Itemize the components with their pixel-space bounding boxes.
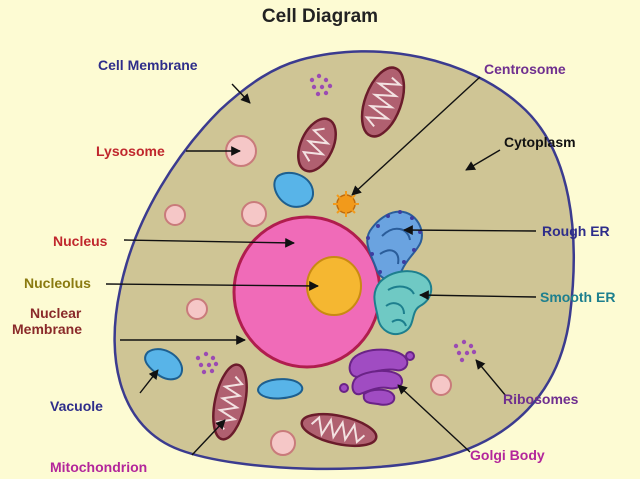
centrosome xyxy=(333,191,359,217)
golgi-body xyxy=(339,348,415,406)
label-nuclear-membrane-line2: Membrane xyxy=(12,321,83,338)
lysosomes xyxy=(164,135,452,456)
ribosomes xyxy=(195,73,477,375)
label-lysosome: Lysosome xyxy=(96,143,165,159)
vacuoles xyxy=(144,171,315,400)
label-rough-er: Rough ER xyxy=(542,223,610,239)
mitochondrion-bottom xyxy=(300,412,378,448)
label-ribosomes: Ribosomes xyxy=(503,391,579,407)
label-cytoplasm: Cytoplasm xyxy=(504,134,576,150)
label-golgi-body: Golgi Body xyxy=(470,447,545,463)
label-mitochondrion: Mitochondrion xyxy=(50,459,148,475)
smooth-er xyxy=(373,270,433,336)
label-vacuole: Vacuole xyxy=(50,398,103,414)
label-nucleolus: Nucleolus xyxy=(24,275,91,291)
label-arrows xyxy=(105,76,537,456)
mitochondrion-top-right xyxy=(360,66,406,138)
page-title: Cell Diagram xyxy=(261,6,379,27)
label-centrosome: Centrosome xyxy=(484,61,566,77)
mitochondrion-top xyxy=(297,117,337,173)
label-nuclear-membrane-line1: Nuclear xyxy=(30,305,82,321)
label-smooth-er: Smooth ER xyxy=(540,289,616,305)
label-cell-membrane: Cell Membrane xyxy=(98,57,198,73)
label-nuclear-membrane: Nuclear Membrane xyxy=(12,305,82,337)
label-nucleus: Nucleus xyxy=(53,233,108,249)
